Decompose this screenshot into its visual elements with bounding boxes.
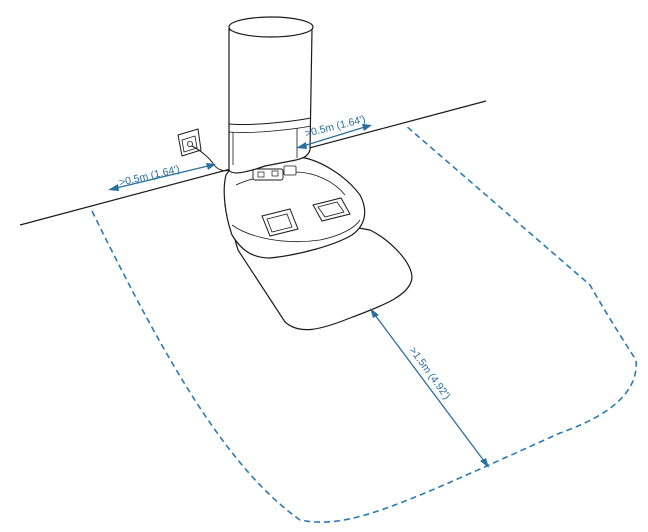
front-clearance-label: >1.5m (4.92') bbox=[407, 345, 453, 402]
front-clearance-dimension: >1.5m (4.92') bbox=[370, 308, 489, 468]
clean-base-icon bbox=[223, 16, 413, 331]
clearance-boundary bbox=[91, 124, 637, 523]
wall-outlet-icon bbox=[177, 128, 202, 157]
